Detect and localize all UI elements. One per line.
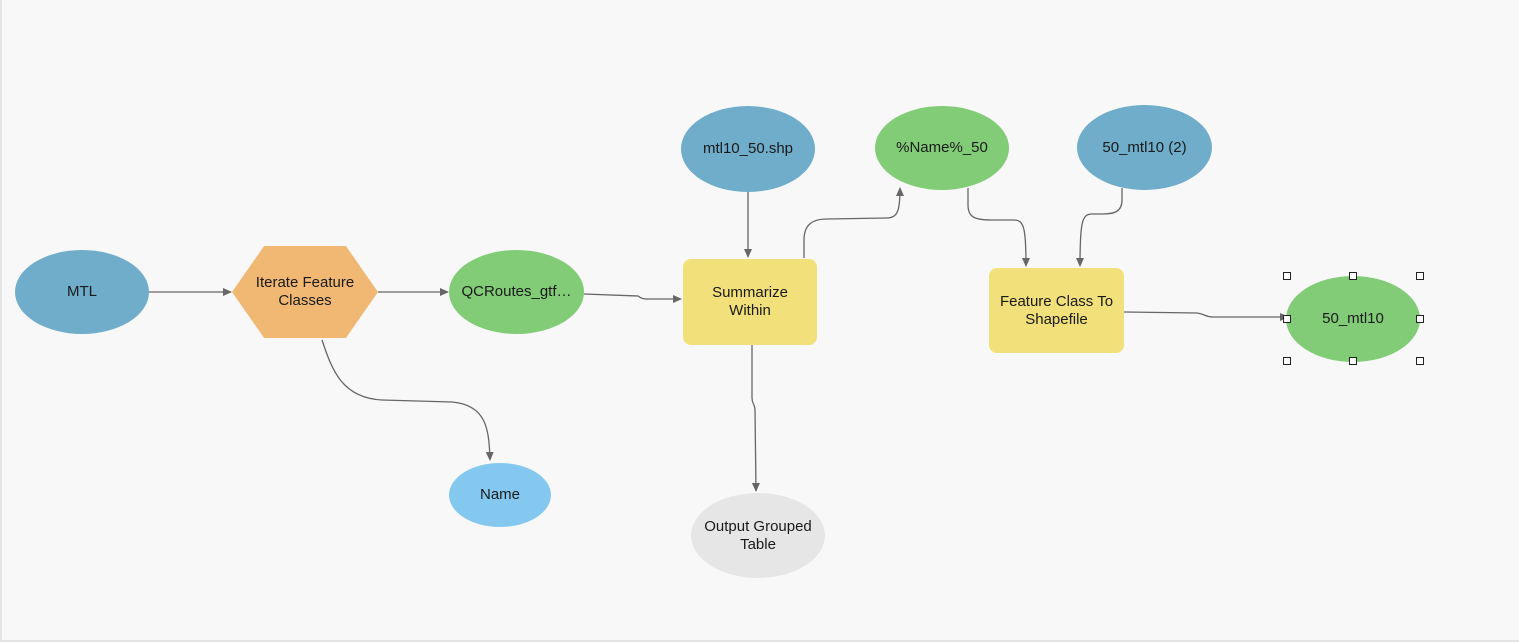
derived-node-qcroutes[interactable]: QCRoutes_gtf… <box>449 250 584 334</box>
selection-handle-top-left[interactable] <box>1283 272 1291 280</box>
node-label: mtl10_50.shp <box>702 140 794 157</box>
output-node-grouped-table[interactable]: Output Grouped Table <box>691 493 825 578</box>
derived-node-name-50[interactable]: %Name%_50 <box>875 106 1009 190</box>
selection-handle-left[interactable] <box>1283 315 1291 323</box>
variable-node-name[interactable]: Name <box>449 463 551 527</box>
connector-iterate-to-name[interactable] <box>321 339 494 461</box>
node-label: 50_mtl10 <box>1322 310 1384 327</box>
iterator-node-iterate-feature-classes[interactable]: Iterate Feature Classes <box>232 246 378 338</box>
node-label: Output Grouped Table <box>704 517 812 553</box>
node-label: Feature Class To Shapefile <box>999 292 1114 328</box>
data-node-50-mtl10-2[interactable]: 50_mtl10 (2) <box>1077 105 1212 190</box>
connector-summarize-to-name50[interactable] <box>803 187 904 258</box>
tool-node-feature-class-to-shapefile[interactable]: Feature Class To Shapefile <box>989 268 1124 353</box>
selection-handle-top-right[interactable] <box>1416 272 1424 280</box>
node-label: Name <box>479 486 520 503</box>
selection-handle-top[interactable] <box>1349 272 1357 280</box>
node-label: MTL <box>67 283 97 300</box>
selection-handle-bottom-left[interactable] <box>1283 357 1291 365</box>
selection-handle-right[interactable] <box>1416 315 1424 323</box>
node-label: Iterate Feature Classes <box>255 274 355 309</box>
node-label: 50_mtl10 (2) <box>1102 138 1187 156</box>
connector-fctoshp-to-output[interactable] <box>1123 311 1289 321</box>
connector-mtl10-2-to-fctoshp[interactable] <box>1076 188 1123 267</box>
node-label: %Name%_50 <box>896 139 988 156</box>
connector-summarize-to-output[interactable] <box>751 345 760 492</box>
derived-node-50-mtl10[interactable]: 50_mtl10 <box>1286 276 1420 362</box>
node-label: QCRoutes_gtf… <box>461 283 572 300</box>
data-node-mtl[interactable]: MTL <box>15 250 149 334</box>
connector-name50-to-fctoshp[interactable] <box>967 188 1030 267</box>
selection-handle-bottom[interactable] <box>1349 357 1357 365</box>
tool-node-summarize-within[interactable]: Summarize Within <box>683 259 817 345</box>
selection-handle-bottom-right[interactable] <box>1416 357 1424 365</box>
connector-qcroutes-to-summarize[interactable] <box>583 293 682 303</box>
node-label: Summarize Within <box>712 284 788 319</box>
data-node-mtl10-50-shp[interactable]: mtl10_50.shp <box>681 106 815 192</box>
